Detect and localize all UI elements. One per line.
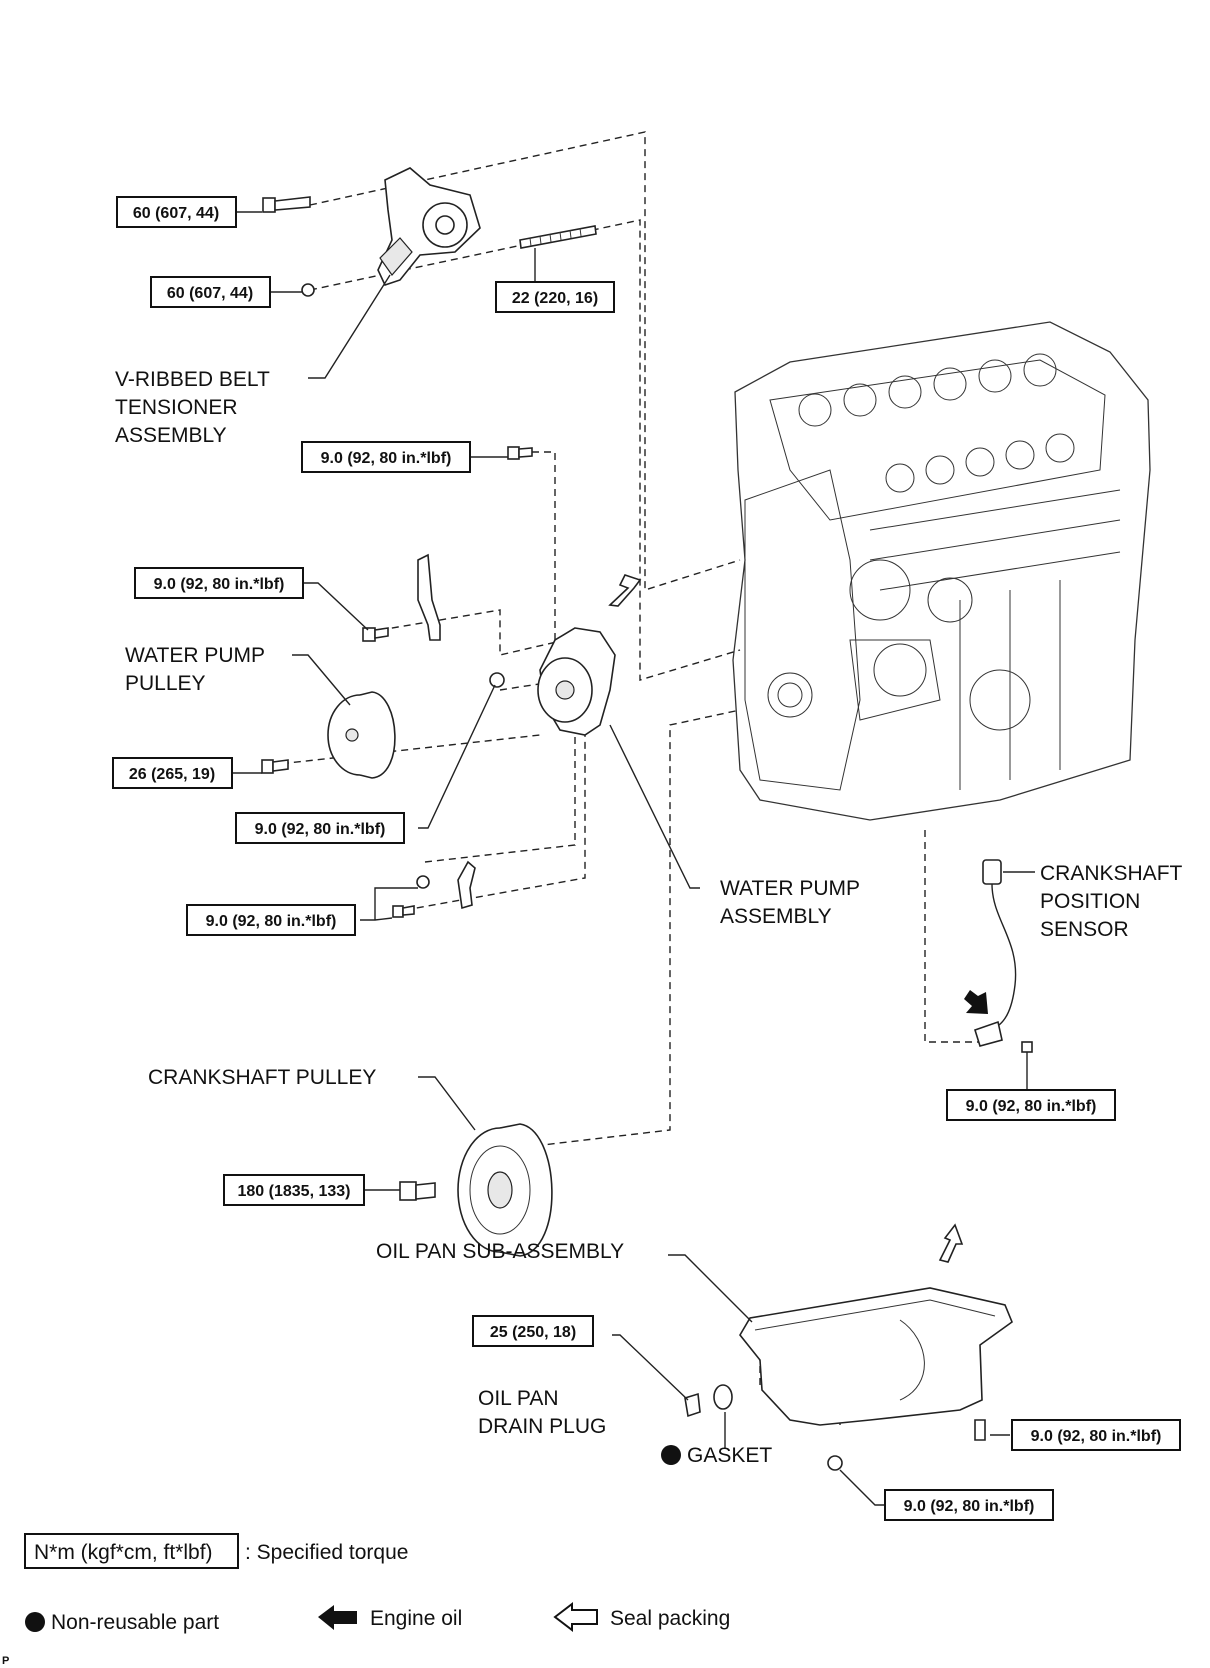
svg-text:25 (250, 18): 25 (250, 18) xyxy=(490,1324,576,1341)
svg-text:9.0 (92, 80 in.*lbf): 9.0 (92, 80 in.*lbf) xyxy=(966,1098,1097,1115)
nut-pump xyxy=(489,672,505,688)
torque-pulley-bolt: 26 (265, 19) xyxy=(112,757,233,789)
corner-mark: P xyxy=(2,1655,9,1667)
label-tensioner: V-RIBBED BELT TENSIONER ASSEMBLY xyxy=(115,368,270,447)
drain-plug-illustration xyxy=(684,1384,733,1418)
crankshaft-position-sensor-illustration xyxy=(974,859,1017,1047)
svg-text:9.0 (92, 80 in.*lbf): 9.0 (92, 80 in.*lbf) xyxy=(321,450,452,467)
non-reusable-dot-icon xyxy=(661,1445,681,1465)
label-crankshaft-position-sensor: CRANKSHAFT POSITION SENSOR xyxy=(1040,862,1183,941)
legend-torque-text: : Specified torque xyxy=(245,1541,408,1564)
svg-text:POSITION: POSITION xyxy=(1040,890,1140,913)
label-oil-pan-drain-plug: OIL PAN DRAIN PLUG xyxy=(478,1387,606,1438)
legend-seal-packing: Seal packing xyxy=(610,1607,730,1630)
leader-lines xyxy=(232,211,1035,1506)
crankshaft-pulley-illustration xyxy=(457,1123,553,1257)
bracket-illustration xyxy=(417,553,441,641)
seal-packing-arrow-pump xyxy=(608,574,642,607)
label-crankshaft-pulley: CRANKSHAFT PULLEY xyxy=(148,1066,376,1089)
bolt-crank-pulley xyxy=(399,1181,436,1201)
svg-text:TENSIONER: TENSIONER xyxy=(115,396,238,419)
torque-pump-upper-bolt: 9.0 (92, 80 in.*lbf) xyxy=(301,441,471,473)
torque-stud: 22 (220, 16) xyxy=(495,281,615,313)
oil-pan-illustration xyxy=(739,1287,1013,1426)
non-reusable-dot-icon xyxy=(25,1612,45,1632)
legend-engine-oil: Engine oil xyxy=(370,1607,462,1630)
svg-text:9.0 (92, 80 in.*lbf): 9.0 (92, 80 in.*lbf) xyxy=(206,913,337,930)
lower-bracket-illustration xyxy=(457,860,476,910)
svg-text:60 (607, 44): 60 (607, 44) xyxy=(167,285,253,302)
label-oil-pan: OIL PAN SUB-ASSEMBLY xyxy=(376,1240,624,1263)
torque-oil-pan-nut-bottom: 9.0 (92, 80 in.*lbf) xyxy=(884,1489,1054,1521)
svg-text:PULLEY: PULLEY xyxy=(125,672,206,695)
bolt-lower xyxy=(392,875,430,918)
svg-text:DRAIN PLUG: DRAIN PLUG xyxy=(478,1415,606,1438)
svg-text:SENSOR: SENSOR xyxy=(1040,918,1129,941)
torque-drain-plug: 25 (250, 18) xyxy=(472,1315,594,1347)
water-pump-pulley-illustration xyxy=(327,691,396,779)
legend: N*m (kgf*cm, ft*lbf) : Specified torque … xyxy=(24,1533,730,1634)
svg-text:9.0 (92, 80 in.*lbf): 9.0 (92, 80 in.*lbf) xyxy=(1031,1428,1162,1445)
engine-oil-arrow-icon xyxy=(318,1605,357,1630)
engine-oil-arrow-sensor xyxy=(964,990,988,1014)
label-gasket: GASKET xyxy=(661,1444,772,1467)
svg-text:ASSEMBLY: ASSEMBLY xyxy=(115,424,227,447)
nut-oil-pan-bottom xyxy=(827,1455,843,1471)
svg-text:9.0 (92, 80 in.*lbf): 9.0 (92, 80 in.*lbf) xyxy=(255,821,386,838)
svg-text:WATER PUMP: WATER PUMP xyxy=(125,644,265,667)
svg-text:CRANKSHAFT: CRANKSHAFT xyxy=(1040,862,1183,885)
svg-text:WATER PUMP: WATER PUMP xyxy=(720,877,860,900)
legend-torque-box-text: N*m (kgf*cm, ft*lbf) xyxy=(34,1541,213,1564)
svg-text:GASKET: GASKET xyxy=(687,1444,772,1467)
bolt-pulley xyxy=(261,759,289,774)
svg-text:26 (265, 19): 26 (265, 19) xyxy=(129,766,215,783)
torque-oil-pan-bolt-right: 9.0 (92, 80 in.*lbf) xyxy=(1011,1419,1181,1451)
svg-text:V-RIBBED BELT: V-RIBBED BELT xyxy=(115,368,270,391)
svg-text:180 (1835, 133): 180 (1835, 133) xyxy=(238,1183,351,1200)
torque-crank-pulley-bolt: 180 (1835, 133) xyxy=(223,1174,365,1206)
torque-pump-nut: 9.0 (92, 80 in.*lbf) xyxy=(235,812,405,844)
torque-pump-lower: 9.0 (92, 80 in.*lbf) xyxy=(186,904,356,936)
seal-packing-arrow-oilpan xyxy=(938,1223,964,1263)
stud-bolt xyxy=(519,225,597,249)
bolt-pump-upper xyxy=(507,446,533,460)
legend-torque-box xyxy=(24,1533,239,1569)
svg-text:9.0 (92, 80 in.*lbf): 9.0 (92, 80 in.*lbf) xyxy=(154,576,285,593)
svg-text:OIL PAN: OIL PAN xyxy=(478,1387,559,1410)
seal-packing-arrow-icon xyxy=(553,1601,598,1633)
engine-block-illustration xyxy=(732,321,1151,821)
bolt-oil-pan-right xyxy=(974,1419,986,1441)
bolt-tensioner xyxy=(262,196,311,213)
bolt-sensor xyxy=(1021,1041,1033,1053)
label-water-pump-assembly: WATER PUMP ASSEMBLY xyxy=(720,877,860,928)
legend-non-reusable: Non-reusable part xyxy=(51,1611,219,1634)
tensioner-assembly-illustration xyxy=(377,167,481,286)
svg-text:22 (220, 16): 22 (220, 16) xyxy=(512,290,598,307)
bolt-bracket xyxy=(362,627,389,642)
torque-tensioner-bolt: 60 (607, 44) xyxy=(116,196,237,228)
water-pump-assembly-illustration xyxy=(537,627,616,736)
torque-sensor-bolt: 9.0 (92, 80 in.*lbf) xyxy=(946,1089,1116,1121)
svg-text:60 (607, 44): 60 (607, 44) xyxy=(133,205,219,222)
torque-bracket-bolt: 9.0 (92, 80 in.*lbf) xyxy=(134,567,304,599)
svg-text:ASSEMBLY: ASSEMBLY xyxy=(720,905,832,928)
torque-tensioner-nut: 60 (607, 44) xyxy=(150,276,271,308)
label-water-pump-pulley: WATER PUMP PULLEY xyxy=(125,644,265,695)
svg-text:9.0 (92, 80 in.*lbf): 9.0 (92, 80 in.*lbf) xyxy=(904,1498,1035,1515)
nut-tensioner xyxy=(301,283,315,297)
